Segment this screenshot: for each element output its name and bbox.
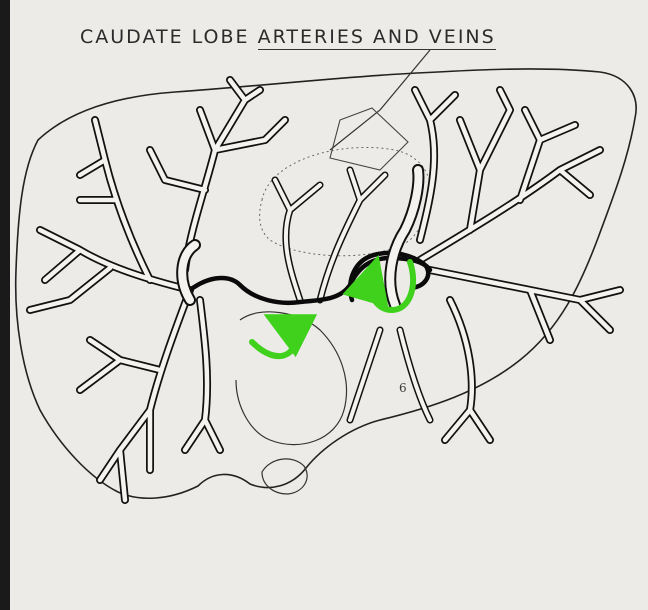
figure-title: CAUDATE LOBE ARTERIES AND VEINS (80, 22, 600, 52)
segment-label: 6 (399, 381, 407, 395)
title-plain: CAUDATE LOBE (80, 26, 250, 48)
paper-background (6, 0, 648, 610)
title-underlined: ARTERIES AND VEINS (258, 26, 496, 50)
left-dark-edge (0, 0, 10, 610)
